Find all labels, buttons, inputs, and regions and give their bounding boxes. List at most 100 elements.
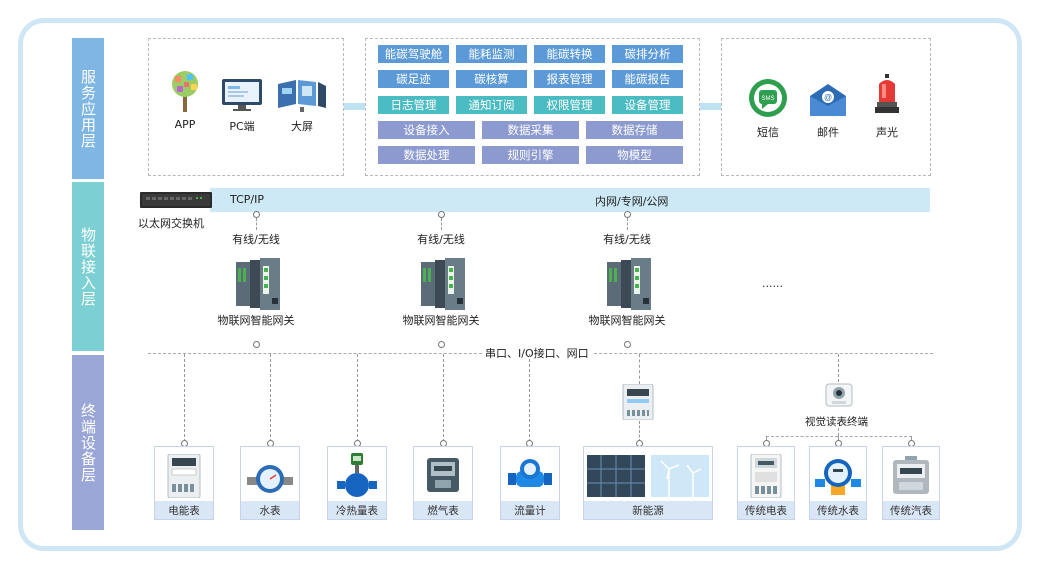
terminal-device: 传统电表 bbox=[737, 446, 795, 520]
gateway-label: 物联网智能网关 bbox=[402, 314, 480, 327]
connection-dot bbox=[253, 341, 260, 348]
water-meter-icon bbox=[241, 451, 299, 501]
siren-icon bbox=[862, 74, 912, 118]
terminal-label: 传统水表 bbox=[810, 501, 866, 519]
module-item: 设备管理 bbox=[612, 96, 683, 114]
gateway-device-icon bbox=[419, 258, 467, 310]
ethernet-switch-icon bbox=[140, 192, 212, 214]
interfaces-label: 串口、I/O接口、网口 bbox=[482, 345, 592, 361]
client-app: APP bbox=[155, 70, 215, 131]
big-screen-icon bbox=[272, 70, 332, 112]
electric-meter-icon bbox=[155, 451, 213, 501]
link-line bbox=[256, 218, 257, 230]
terminal-label: 燃气表 bbox=[414, 501, 472, 519]
connection-dot bbox=[253, 211, 260, 218]
alarm-sms: SMS 短信 bbox=[743, 74, 793, 140]
terminal-link-line bbox=[838, 436, 839, 442]
client-big-screen: 大屏 bbox=[272, 70, 332, 134]
gateway-device-icon bbox=[234, 258, 282, 310]
module-item: 能耗监测 bbox=[456, 45, 527, 63]
module-item: 碳排分析 bbox=[612, 45, 683, 63]
switch-label: 以太网交换机 bbox=[138, 217, 204, 230]
layer-iot: 物联接入层 bbox=[72, 182, 104, 351]
app-tree-icon bbox=[155, 70, 215, 112]
terminal-device: 水表 bbox=[240, 446, 300, 520]
clients-box bbox=[148, 38, 344, 176]
module-item: 规则引擎 bbox=[482, 146, 579, 164]
more-ellipsis: ...... bbox=[762, 277, 783, 290]
traditional-gas-meter-icon bbox=[883, 451, 939, 501]
module-item: 能碳转换 bbox=[534, 45, 605, 63]
pc-monitor-icon bbox=[212, 70, 272, 112]
terminal-link-line bbox=[639, 421, 640, 442]
flow-meter-icon bbox=[501, 451, 559, 501]
terminal-link-line bbox=[838, 428, 839, 436]
terminal-device: 流量计 bbox=[500, 446, 560, 520]
client-label: 大屏 bbox=[291, 120, 313, 133]
terminal-label: 电能表 bbox=[155, 501, 213, 519]
network-protocol: TCP/IP bbox=[230, 193, 264, 206]
alarm-label: 邮件 bbox=[817, 126, 839, 139]
terminal-label: 传统汽表 bbox=[883, 501, 939, 519]
modules-box bbox=[365, 38, 700, 176]
visual-terminal-label: 视觉读表终端 bbox=[805, 416, 868, 428]
module-item: 物模型 bbox=[586, 146, 683, 164]
network-scope: 内网/专网/公网 bbox=[595, 195, 669, 208]
branch-line bbox=[766, 436, 912, 437]
terminal-link-line bbox=[443, 354, 444, 442]
client-label: APP bbox=[174, 118, 196, 131]
terminal-link-line bbox=[270, 354, 271, 442]
terminal-device: 燃气表 bbox=[413, 446, 473, 520]
module-item: 日志管理 bbox=[378, 96, 449, 114]
link-line bbox=[627, 218, 628, 230]
alarm-label: 声光 bbox=[876, 126, 898, 139]
gateway-link-label: 有线/无线 bbox=[232, 233, 280, 246]
terminal-device: 传统水表 bbox=[809, 446, 867, 520]
email-icon: @ bbox=[803, 74, 853, 118]
terminal-link-line bbox=[766, 436, 767, 442]
connection-dot bbox=[438, 341, 445, 348]
connection-dot bbox=[624, 211, 631, 218]
gateway-link-label: 有线/无线 bbox=[417, 233, 465, 246]
traditional-electric-meter-icon bbox=[738, 451, 794, 501]
terminal-link-line bbox=[911, 436, 912, 442]
module-item: 报表管理 bbox=[534, 70, 605, 88]
module-item: 数据采集 bbox=[482, 121, 579, 139]
svg-text:@: @ bbox=[824, 93, 832, 102]
alarm-label: 短信 bbox=[757, 126, 779, 139]
module-item: 权限管理 bbox=[534, 96, 605, 114]
connector-left bbox=[344, 103, 365, 110]
module-item: 数据处理 bbox=[378, 146, 475, 164]
module-item: 数据存储 bbox=[586, 121, 683, 139]
visual-reader-icon bbox=[822, 382, 856, 413]
connector-right bbox=[700, 103, 721, 110]
module-item: 碳足迹 bbox=[378, 70, 449, 88]
terminal-link-line bbox=[838, 354, 839, 382]
alarm-siren: 声光 bbox=[862, 74, 912, 140]
module-item: 碳核算 bbox=[456, 70, 527, 88]
svg-text:SMS: SMS bbox=[761, 96, 774, 102]
terminal-label: 流量计 bbox=[501, 501, 559, 519]
gateway-device-icon bbox=[605, 258, 653, 310]
terminal-device: 冷热量表 bbox=[327, 446, 387, 520]
terminal-link-line bbox=[639, 354, 640, 384]
terminal-device: 新能源 bbox=[583, 446, 713, 520]
gas-meter-icon bbox=[414, 451, 472, 501]
sms-icon: SMS bbox=[743, 74, 793, 118]
gateway-label: 物联网智能网关 bbox=[588, 314, 666, 327]
terminal-label: 传统电表 bbox=[738, 501, 794, 519]
din-meter-icon bbox=[621, 383, 655, 423]
network-bar: TCP/IP 内网/专网/公网 bbox=[210, 188, 930, 212]
connection-dot bbox=[438, 211, 445, 218]
gateway-label: 物联网智能网关 bbox=[217, 314, 295, 327]
link-line bbox=[441, 218, 442, 230]
terminal-device: 传统汽表 bbox=[882, 446, 940, 520]
solar-wind-icon bbox=[584, 451, 712, 501]
module-item: 设备接入 bbox=[378, 121, 475, 139]
alarms-box bbox=[721, 38, 931, 176]
terminal-device: 电能表 bbox=[154, 446, 214, 520]
terminal-label: 水表 bbox=[241, 501, 299, 519]
layer-service: 服务应用层 bbox=[72, 38, 104, 179]
terminal-link-line bbox=[184, 354, 185, 442]
client-label: PC端 bbox=[229, 120, 255, 133]
